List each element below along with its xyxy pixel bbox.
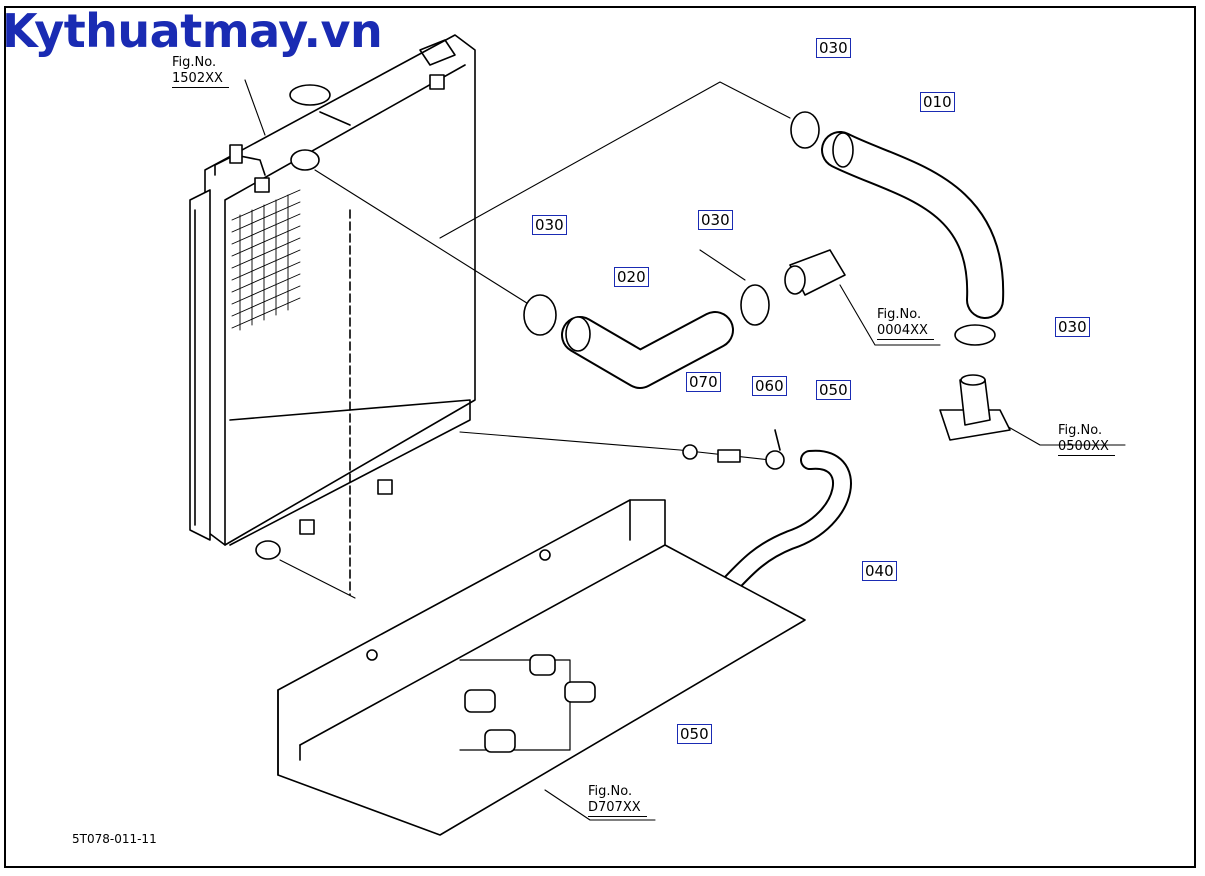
radiator-drawing <box>189 34 476 596</box>
fig-ref-d707: Fig.No. D707XX <box>588 784 647 817</box>
part-ref-040: 040 <box>862 561 897 581</box>
fig-ref-0500: Fig.No. 0500XX <box>1058 423 1115 456</box>
part-ref-050: 050 <box>816 380 851 400</box>
hose-010-drawing <box>821 131 1005 319</box>
fig-ref-number: D707XX <box>588 800 647 817</box>
hose-020-drawing <box>561 311 734 389</box>
watermark: Kythuatmay.vn <box>2 4 383 58</box>
part-ref-030: 030 <box>1055 317 1090 337</box>
part-ref-030: 030 <box>698 210 733 230</box>
fig-ref-label: Fig.No. <box>588 784 633 799</box>
part-ref-060: 060 <box>752 376 787 396</box>
part-ref-030: 030 <box>532 215 567 235</box>
fig-ref-number: 0500XX <box>1058 439 1115 456</box>
part-ref-050: 050 <box>677 724 712 744</box>
fig-ref-label: Fig.No. <box>172 55 217 70</box>
part-ref-020: 020 <box>614 267 649 287</box>
fig-ref-0004: Fig.No. 0004XX <box>877 307 934 340</box>
drawing-code: 5T078-011-11 <box>72 832 157 846</box>
fig-ref-number: 1502XX <box>172 71 229 88</box>
tray-drawing <box>277 499 806 836</box>
part-ref-030: 030 <box>816 38 851 58</box>
fig-ref-label: Fig.No. <box>1058 423 1103 438</box>
drawing-frame <box>4 6 1196 868</box>
outlet-fittings-drawing <box>784 249 1011 441</box>
part-ref-010: 010 <box>920 92 955 112</box>
part-ref-070: 070 <box>686 372 721 392</box>
fig-ref-label: Fig.No. <box>877 307 922 322</box>
fig-ref-number: 0004XX <box>877 323 934 340</box>
clamp-030-drawing <box>523 111 996 346</box>
fig-ref-1502: Fig.No. 1502XX <box>172 55 229 88</box>
